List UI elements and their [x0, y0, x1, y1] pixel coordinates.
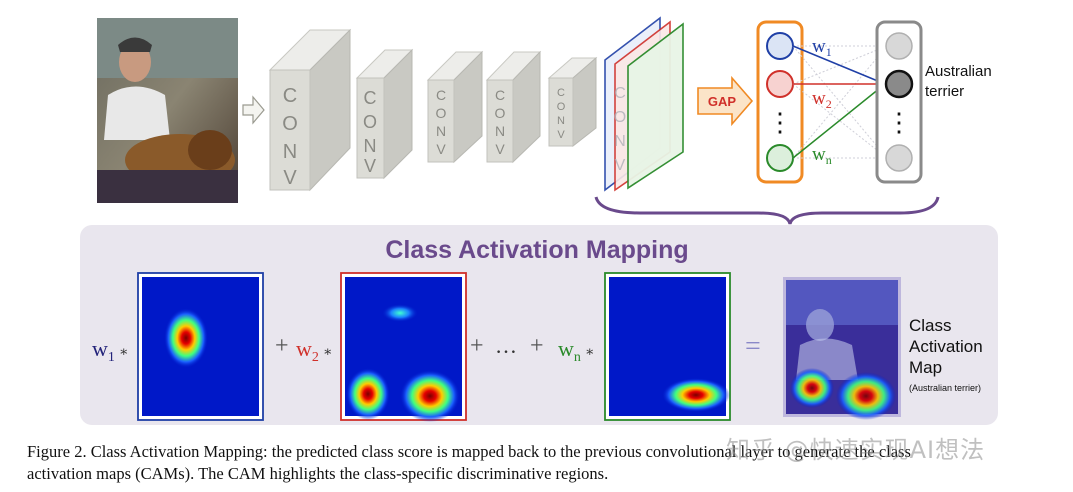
output-class-line1: Australian [925, 63, 992, 80]
conv6-c: C [614, 85, 626, 102]
conv5-n: N [557, 115, 565, 127]
equals-sign: = [745, 331, 761, 362]
cam-label-line3: Map [909, 358, 942, 377]
output-dots: ⋮ [886, 108, 912, 137]
conv6-v: V [615, 157, 626, 174]
weight-n-label: wn [812, 144, 832, 167]
conv4-v: V [495, 141, 505, 157]
conv-block-2 [355, 48, 414, 180]
conv2-c: C [364, 88, 377, 108]
cam-title: Class Activation Mapping [385, 236, 688, 264]
conv3-n: N [436, 123, 446, 139]
conv4-n: N [495, 123, 505, 139]
conv5-v: V [557, 129, 565, 141]
output-node-selected [884, 69, 914, 99]
gap-dots: ⋮ [767, 108, 793, 137]
cam-map-2 [340, 272, 467, 422]
gap-node-column: ⋮ [756, 20, 804, 184]
output-class-label: Australian terrier [925, 63, 992, 100]
gap-node-1 [766, 32, 794, 60]
conv4-c: C [495, 87, 505, 103]
caption-line-2: activation maps (CAMs). The CAM highligh… [27, 464, 609, 483]
watermark: 知乎 @快速实现AI想法 [726, 436, 986, 464]
cam-panel [80, 225, 998, 425]
cam-label-sub: (Australian terrier) [909, 383, 981, 393]
gap-label: GAP [708, 94, 737, 109]
conv1-c: C [283, 85, 297, 107]
conv-block-3 [426, 50, 484, 164]
conv2-v: V [364, 156, 376, 176]
input-photo [97, 18, 238, 203]
conv1-v: V [283, 167, 297, 189]
conv5-c: C [557, 87, 565, 99]
conv1-o: O [282, 113, 298, 135]
ellipsis: … [495, 333, 517, 358]
conv2-o: O [363, 112, 377, 132]
fc-connections [792, 45, 888, 159]
input-arrow [242, 95, 265, 125]
figure-caption: Figure 2. Class Activation Mapping: the … [27, 441, 1067, 485]
gap-node-2 [766, 70, 794, 98]
plus-1: + [275, 333, 289, 359]
conv-block-4 [485, 50, 542, 164]
cam-label-line1: Class [909, 316, 952, 335]
conv1-n: N [283, 141, 297, 163]
output-class-line2: terrier [925, 83, 964, 100]
conv6-n: N [614, 133, 626, 150]
plus-3: + [530, 333, 544, 359]
weight-2-label: w2 [812, 88, 832, 111]
conv2-n: N [364, 136, 377, 156]
cam-map-n [604, 272, 731, 421]
conv6-o: O [614, 109, 626, 126]
gap-arrow: GAP [697, 75, 754, 127]
conv4-o: O [495, 105, 506, 121]
feature-map-stack: C O N V [604, 16, 684, 192]
conv3-c: C [436, 87, 446, 103]
conv-block-1 [268, 28, 352, 192]
conv3-o: O [436, 105, 447, 121]
class-activation-map-label: Class Activation Map (Australian terrier… [909, 316, 983, 393]
output-node-top [885, 32, 913, 60]
class-activation-map-image [783, 277, 901, 420]
weight-1-label: w1 [812, 36, 832, 59]
cam-map-1 [137, 272, 264, 421]
cam-term-2-weight: w2∗ [296, 336, 332, 365]
weight-labels: w1 w2 wn [812, 36, 832, 167]
conv-block-5 [547, 56, 598, 148]
conv3-v: V [436, 141, 446, 157]
cam-term-n-weight: wn∗ [558, 336, 594, 365]
weight-line-n [792, 83, 886, 159]
cam-term-1-weight: w1∗ [92, 336, 128, 365]
gap-node-n [766, 144, 794, 172]
plus-2: + [470, 333, 484, 359]
caption-line-1: Figure 2. Class Activation Mapping: the … [27, 442, 911, 461]
conv5-o: O [557, 101, 566, 113]
cam-label-line2: Activation [909, 337, 983, 356]
weight-line-1 [792, 45, 886, 85]
output-node-column: ⋮ [875, 20, 923, 184]
output-node-bottom [885, 144, 913, 172]
conv-labels: C O N V C O N V C O N V C O N V C O N V [282, 85, 566, 189]
